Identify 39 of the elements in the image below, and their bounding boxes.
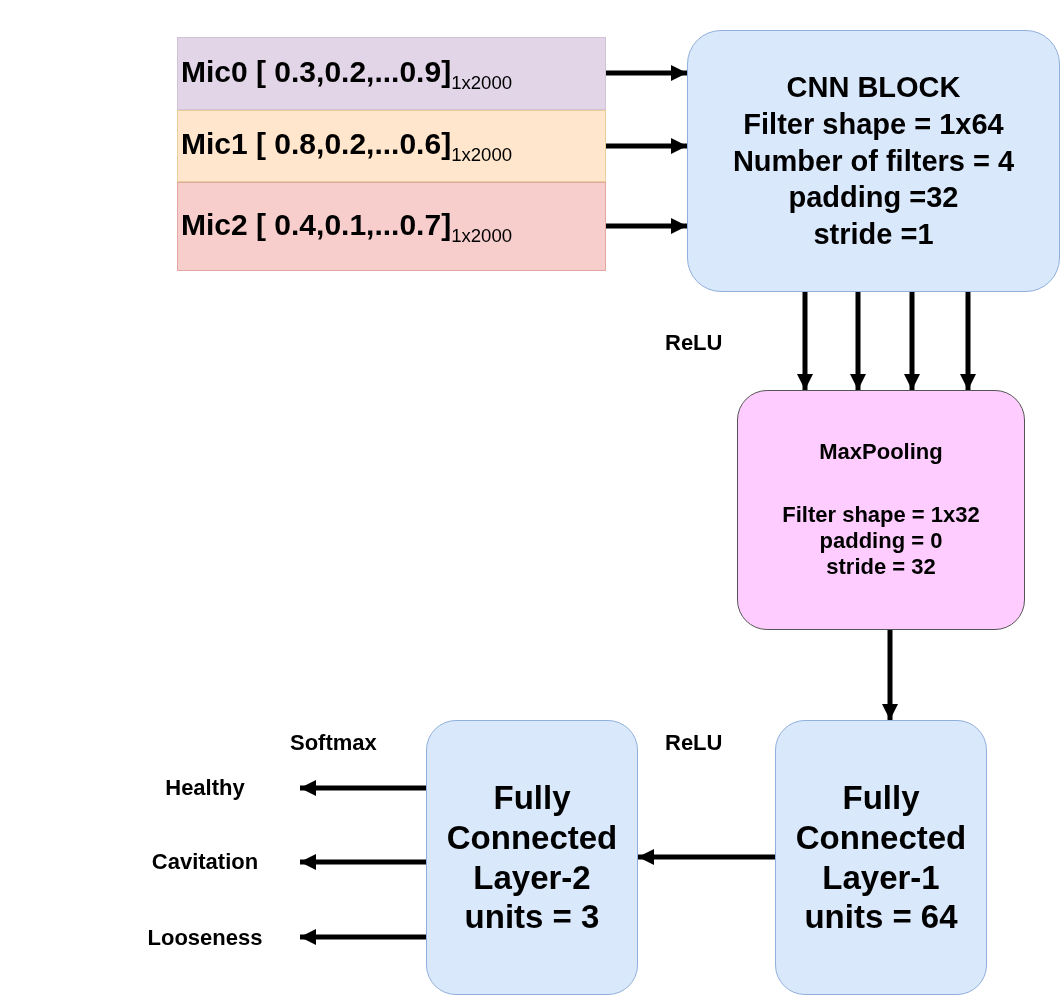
box-text: units = 3 bbox=[464, 897, 600, 937]
box-text: units = 64 bbox=[804, 897, 958, 937]
box-heading: CNN BLOCK bbox=[786, 70, 961, 105]
box-heading: MaxPooling bbox=[819, 439, 943, 466]
arrow bbox=[850, 292, 866, 390]
box-text: stride =1 bbox=[813, 217, 934, 252]
box-text: padding = 0 bbox=[819, 528, 943, 555]
class-text: Cavitation bbox=[151, 848, 259, 876]
process-box bbox=[687, 30, 1060, 292]
box-heading: Mic1 [ 0.8,0.2,...0.6]$_{1x2000}$ bbox=[181, 126, 513, 166]
arrow bbox=[300, 854, 426, 870]
arrow bbox=[606, 218, 687, 234]
arrow bbox=[300, 929, 426, 945]
process-box bbox=[775, 720, 987, 995]
arrow bbox=[606, 65, 687, 81]
arrow bbox=[904, 292, 920, 390]
process-box bbox=[426, 720, 638, 995]
class-text: Looseness bbox=[147, 924, 263, 952]
activation-label: ReLU bbox=[665, 730, 723, 756]
box-heading: Mic0 [ 0.3,0.2,...0.9]$_{1x2000}$ bbox=[181, 53, 513, 94]
arrow bbox=[797, 292, 813, 390]
activation-label: ReLU bbox=[665, 330, 723, 356]
class-text: Healthy bbox=[165, 774, 245, 802]
arrow bbox=[300, 780, 426, 796]
box-text: Filter shape = 1x64 bbox=[743, 106, 1004, 142]
arrow bbox=[960, 292, 976, 390]
box-text: stride = 32 bbox=[826, 554, 936, 581]
input-row bbox=[177, 110, 606, 182]
process-box bbox=[737, 390, 1025, 630]
arrow bbox=[638, 849, 775, 865]
arrow bbox=[606, 138, 687, 154]
box-text: padding =32 bbox=[788, 180, 959, 216]
input-row bbox=[177, 182, 606, 271]
arrow bbox=[882, 630, 898, 720]
box-text: Number of filters = 4 bbox=[732, 143, 1015, 179]
box-text: Filter shape = 1x32 bbox=[782, 501, 980, 528]
activation-label: Softmax bbox=[290, 730, 377, 756]
input-row bbox=[177, 37, 606, 110]
box-heading: Mic2 [ 0.4,0.1,...0.7]$_{1x2000}$ bbox=[181, 206, 513, 247]
